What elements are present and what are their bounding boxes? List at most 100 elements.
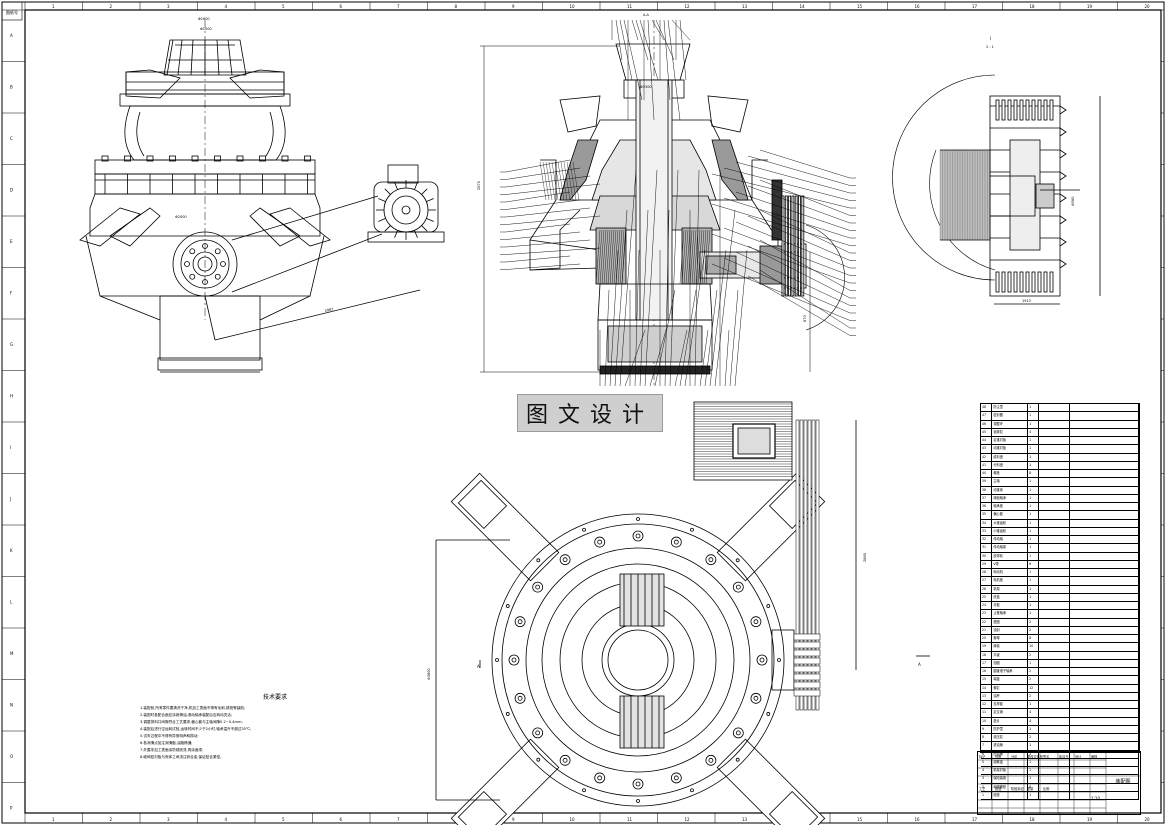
parts-list-cell: 1 bbox=[1028, 404, 1040, 412]
parts-list-cell bbox=[1070, 428, 1139, 436]
parts-list-cell: 密封圈 bbox=[992, 412, 1029, 420]
parts-list-cell bbox=[1039, 437, 1070, 445]
dim-detail-dia: Φ580 bbox=[1071, 197, 1075, 206]
parts-list-cell: 锁紧缸 bbox=[992, 428, 1029, 436]
column-number: 18 bbox=[1030, 817, 1036, 822]
parts-list-cell: 挡圈 bbox=[992, 659, 1029, 667]
parts-list-cell bbox=[1039, 560, 1070, 568]
parts-list-cell: 垫片 bbox=[992, 717, 1029, 725]
technical-note: 6.各润滑点加注润滑脂,油路畅通; bbox=[140, 741, 193, 745]
parts-list-cell bbox=[1039, 709, 1070, 717]
parts-list-cell bbox=[1039, 445, 1070, 453]
parts-list-cell: 19 bbox=[981, 643, 993, 651]
parts-list-cell bbox=[1070, 569, 1139, 577]
parts-list-cell: 1 bbox=[1028, 725, 1040, 733]
parts-list-cell: 小锥齿轮 bbox=[992, 527, 1029, 535]
parts-list-cell: 27 bbox=[981, 577, 993, 585]
parts-list-cell bbox=[1039, 668, 1070, 676]
parts-list-cell bbox=[1039, 453, 1070, 461]
parts-list-cell: 1 bbox=[1028, 486, 1040, 494]
parts-list-cell bbox=[1039, 725, 1070, 733]
parts-list-cell bbox=[1039, 486, 1070, 494]
row-letter: O bbox=[10, 754, 13, 759]
parts-list-cell: 1 bbox=[1028, 750, 1040, 758]
column-number: 5 bbox=[282, 817, 285, 822]
column-number: 11 bbox=[627, 4, 633, 9]
title-block-label: 更改文件号 bbox=[1027, 755, 1043, 759]
parts-list-cell bbox=[1070, 593, 1139, 601]
front-view bbox=[79, 20, 445, 373]
detail-view bbox=[892, 74, 1101, 305]
parts-list-cell: 35 bbox=[981, 511, 993, 519]
parts-list-cell bbox=[1039, 404, 1070, 412]
column-number: 2 bbox=[110, 817, 113, 822]
parts-list-cell: 轴承座 bbox=[992, 503, 1029, 511]
parts-list-cell: 液压缸 bbox=[992, 734, 1029, 742]
row-letter: H bbox=[10, 394, 13, 399]
parts-list-cell: 2 bbox=[1028, 626, 1040, 634]
parts-list-cell: 29 bbox=[981, 560, 993, 568]
parts-list-cell bbox=[1039, 478, 1070, 486]
parts-list-cell: 1 bbox=[1028, 552, 1040, 560]
technical-note: 2.装配时各配合面应涂润滑油,滚动轴承装配后应转动灵活; bbox=[140, 713, 233, 717]
parts-list-cell bbox=[1039, 503, 1070, 511]
parts-list-cell bbox=[1039, 758, 1070, 766]
parts-list-cell: 1 bbox=[1028, 519, 1040, 527]
parts-list-cell: 油杯 bbox=[992, 692, 1029, 700]
title-block-label: 阶段标记 bbox=[1011, 787, 1024, 791]
column-number: 10 bbox=[570, 817, 576, 822]
parts-list-cell bbox=[1039, 428, 1070, 436]
parts-list-cell bbox=[1039, 676, 1070, 684]
parts-list-cell bbox=[1070, 791, 1139, 799]
parts-list-cell bbox=[1039, 767, 1070, 775]
parts-list-cell bbox=[1039, 717, 1070, 725]
parts-list-cell: 1 bbox=[1028, 585, 1040, 593]
parts-list-cell bbox=[1070, 692, 1139, 700]
column-number: 13 bbox=[742, 817, 748, 822]
column-number: 5 bbox=[282, 4, 285, 9]
column-number: 16 bbox=[915, 4, 921, 9]
parts-list-cell bbox=[1039, 791, 1070, 799]
parts-list-cell: 46 bbox=[981, 420, 993, 428]
parts-list-cell: 1 bbox=[1028, 775, 1040, 783]
parts-list-cell: 1 bbox=[1028, 544, 1040, 552]
parts-list-cell: 油封 bbox=[992, 626, 1029, 634]
parts-list-cell bbox=[1070, 445, 1139, 453]
parts-list-cell bbox=[1070, 725, 1139, 733]
technical-note: 1.装配前,所有零件要清洗干净,机加工表面不得有毛刺,锈斑等缺陷; bbox=[140, 706, 246, 710]
parts-list-cell bbox=[1070, 701, 1139, 709]
parts-list-cell: 8 bbox=[1028, 783, 1040, 791]
parts-list-cell bbox=[1039, 651, 1070, 659]
parts-list-cell bbox=[1070, 453, 1139, 461]
parts-list-cell: 传动轴架 bbox=[992, 544, 1029, 552]
technical-note: 7.外露非加工表面涂防锈底漆,再涂面漆; bbox=[140, 748, 204, 752]
parts-list-cell: 1 bbox=[1028, 494, 1040, 502]
parts-list-cell: 螺母 bbox=[992, 635, 1029, 643]
parts-list-cell: 40 bbox=[981, 470, 993, 478]
column-number: 1 bbox=[52, 817, 55, 822]
title-block-label: 比例 bbox=[1043, 787, 1050, 791]
parts-list-cell: 2 bbox=[1028, 651, 1040, 659]
parts-list-cell bbox=[1070, 602, 1139, 610]
parts-list-cell bbox=[1039, 577, 1070, 585]
parts-list-cell: 10 bbox=[1028, 643, 1040, 651]
column-number: 7 bbox=[397, 4, 400, 9]
parts-list-cell bbox=[1070, 709, 1139, 717]
parts-list-cell: 2 bbox=[1028, 734, 1040, 742]
parts-list-cell: 38 bbox=[981, 486, 993, 494]
parts-list-cell: 出油管 bbox=[992, 750, 1029, 758]
parts-list-cell: 1 bbox=[1028, 420, 1040, 428]
